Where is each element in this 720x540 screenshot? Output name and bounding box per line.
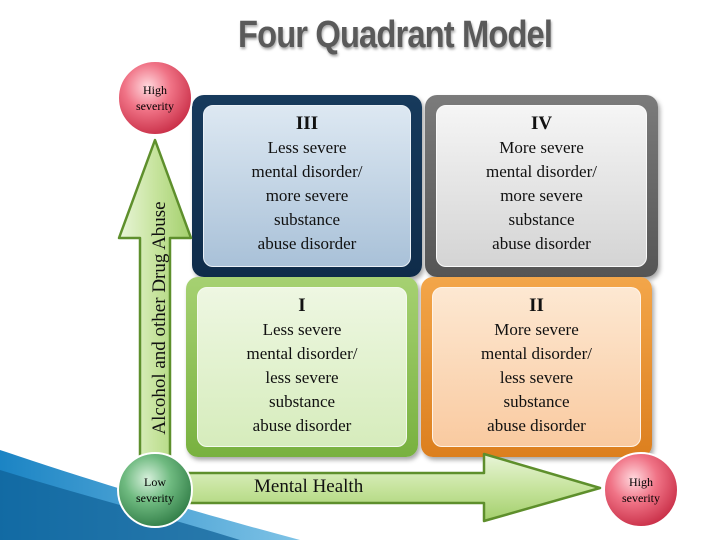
quadrant-iv-numeral: IV: [530, 113, 553, 134]
high-severity-right-label: High severity: [622, 475, 660, 505]
quadrant-iii: III Less severe mental disorder/ more se…: [192, 95, 422, 277]
quadrant-ii-panel: II More severe mental disorder/ less sev…: [432, 287, 641, 447]
vertical-axis-arrow: [117, 138, 193, 474]
quadrant-iv: IV More severe mental disorder/ more sev…: [425, 95, 658, 277]
low-severity-origin-label: Low severity: [136, 475, 174, 505]
horizontal-axis-arrow: [168, 452, 602, 523]
low-severity-origin-circle: [117, 452, 193, 528]
quadrant-i-numeral: I: [298, 295, 306, 316]
quadrant-i-panel: I Less severe mental disorder/ less seve…: [197, 287, 407, 447]
y-axis-label: Alcohol and other Drug Abuse: [149, 201, 170, 435]
quadrant-iv-description: More severe mental disorder/ more severe…: [486, 138, 597, 253]
quadrant-ii: II More severe mental disorder/ less sev…: [421, 277, 652, 457]
high-severity-right-circle: [603, 452, 679, 528]
x-axis-label: Mental Health: [254, 476, 364, 497]
quadrant-ii-numeral: II: [529, 295, 544, 316]
high-severity-top-label: High severity: [136, 83, 174, 113]
page-title: Four Quadrant Model: [238, 14, 553, 56]
quadrant-iii-numeral: III: [295, 113, 319, 134]
quadrant-iii-description: Less severe mental disorder/ more severe…: [251, 138, 363, 253]
quadrant-i-description: Less severe mental disorder/ less severe…: [246, 320, 358, 435]
quadrant-iv-panel: IV More severe mental disorder/ more sev…: [436, 105, 647, 267]
quadrant-iii-panel: III Less severe mental disorder/ more se…: [203, 105, 411, 267]
quadrant-i: I Less severe mental disorder/ less seve…: [186, 277, 418, 457]
quadrant-ii-description: More severe mental disorder/ less severe…: [481, 320, 592, 435]
high-severity-top-circle: [117, 60, 193, 136]
